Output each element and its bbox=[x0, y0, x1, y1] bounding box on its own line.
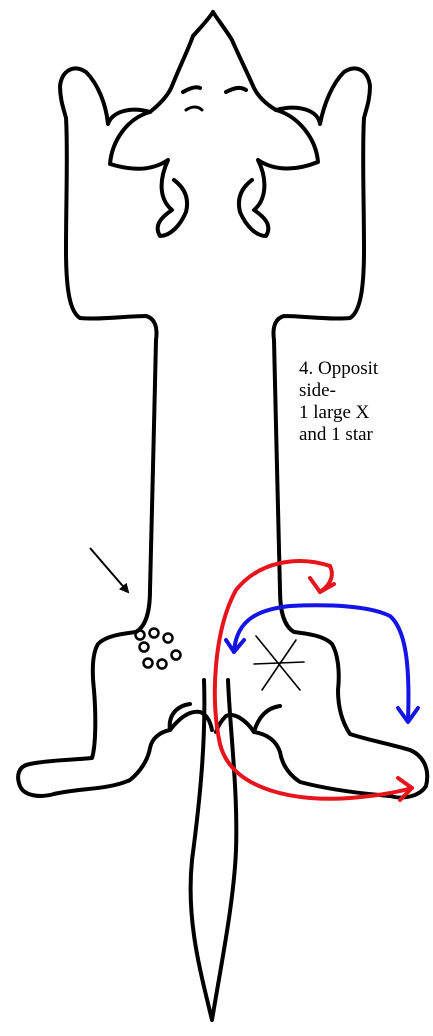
small-circle bbox=[164, 634, 173, 643]
snout-left-whisker bbox=[183, 87, 200, 92]
small-circles-marker bbox=[136, 629, 181, 669]
small-circle bbox=[140, 643, 149, 652]
right-ear bbox=[239, 110, 318, 236]
note-line-1: 4. Opposit bbox=[299, 358, 433, 380]
left-ear bbox=[110, 112, 187, 236]
small-circle bbox=[172, 651, 181, 660]
note-line-3: 1 large X bbox=[299, 402, 433, 424]
note-line-4: and 1 star bbox=[299, 424, 433, 446]
right-hindleg-inner bbox=[254, 706, 280, 732]
small-circle bbox=[144, 659, 153, 668]
note-line-2: side- bbox=[299, 380, 433, 402]
small-circle bbox=[158, 660, 167, 669]
small-circle bbox=[136, 631, 145, 640]
snout-mark bbox=[186, 107, 202, 110]
body-outline bbox=[18, 12, 213, 796]
instruction-note: 4. Opposit side- 1 large X and 1 star bbox=[299, 358, 433, 446]
snout-right-whisker bbox=[226, 88, 246, 92]
small-circle bbox=[150, 629, 159, 638]
black-arrow bbox=[90, 548, 128, 592]
star-marker bbox=[254, 636, 304, 690]
red-arrow bbox=[215, 561, 412, 800]
